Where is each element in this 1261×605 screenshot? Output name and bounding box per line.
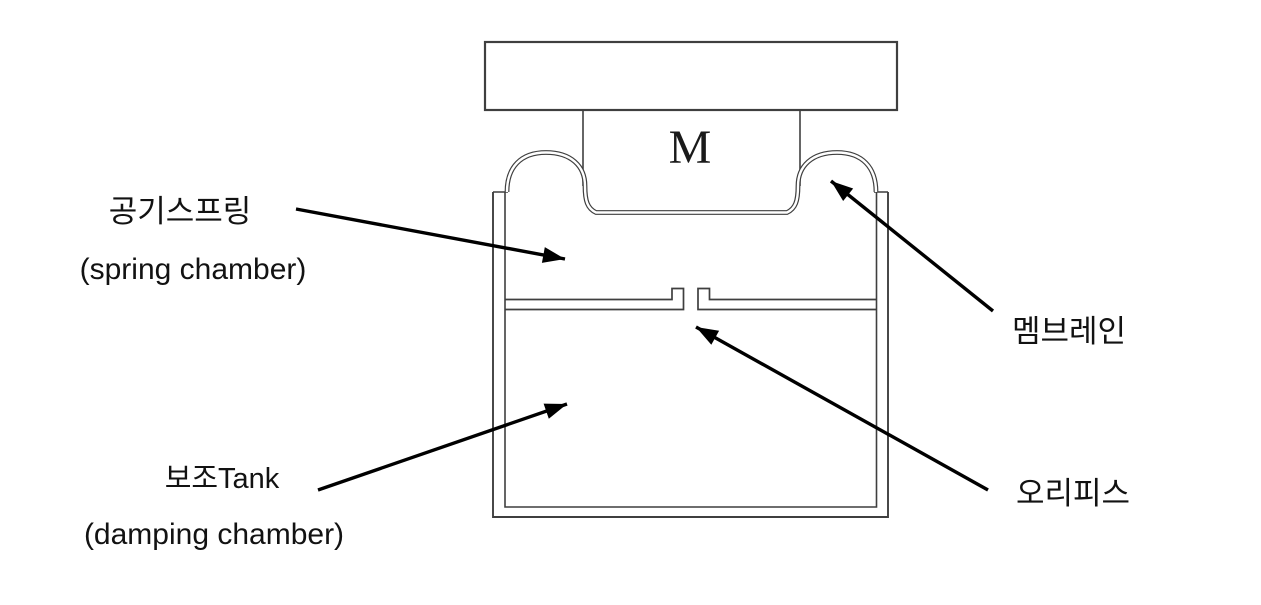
- spring-chamber-label-ko: 공기스프링: [108, 194, 252, 229]
- tank-inner-wall: [504, 192, 878, 508]
- damping-chamber-label-en: (damping chamber): [83, 518, 345, 551]
- membrane-arrow: [829, 179, 995, 313]
- orifice-arrow: [695, 325, 989, 492]
- spring-chamber-arrow: [295, 207, 566, 263]
- top-plate: [483, 40, 899, 112]
- membrane-inner-line: [505, 151, 878, 214]
- damping-chamber-label-ko: 보조Tank: [164, 463, 280, 495]
- orifice-label: 오리피스: [1015, 476, 1131, 511]
- damping-chamber-arrow: [317, 402, 568, 492]
- spring-chamber-label-en: (spring chamber): [79, 253, 307, 286]
- arrowhead-icon: [541, 247, 565, 263]
- membrane-shape: [504, 150, 879, 215]
- mass-label: M: [669, 121, 712, 174]
- arrowhead-icon: [543, 403, 567, 419]
- partition-right: [697, 287, 877, 311]
- arrowhead-icon: [696, 327, 720, 345]
- partition-left: [505, 287, 685, 311]
- membrane-label: 멤브레인: [1011, 314, 1127, 349]
- arrowhead-icon: [831, 181, 854, 202]
- tank-outer-wall: [492, 192, 889, 518]
